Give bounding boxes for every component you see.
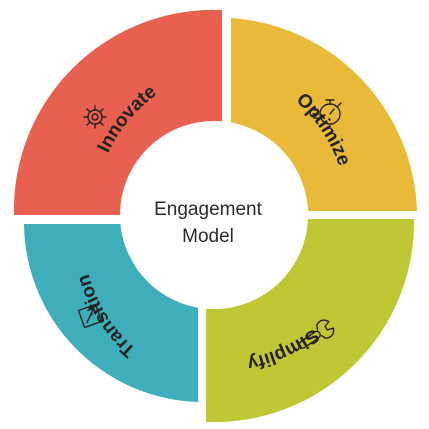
segment-optimize (231, 18, 417, 211)
segment-simplify (206, 219, 415, 423)
center-title-line2: Model (182, 226, 234, 247)
gear-icon (83, 105, 107, 129)
transfer-icon (78, 304, 102, 328)
segment-transition (24, 224, 198, 402)
segment-innovate (13, 9, 223, 216)
wrench-icon (298, 319, 335, 349)
stopwatch-icon (312, 99, 342, 125)
center-circle (120, 121, 308, 309)
center-title-line1: Engagement (154, 199, 262, 220)
